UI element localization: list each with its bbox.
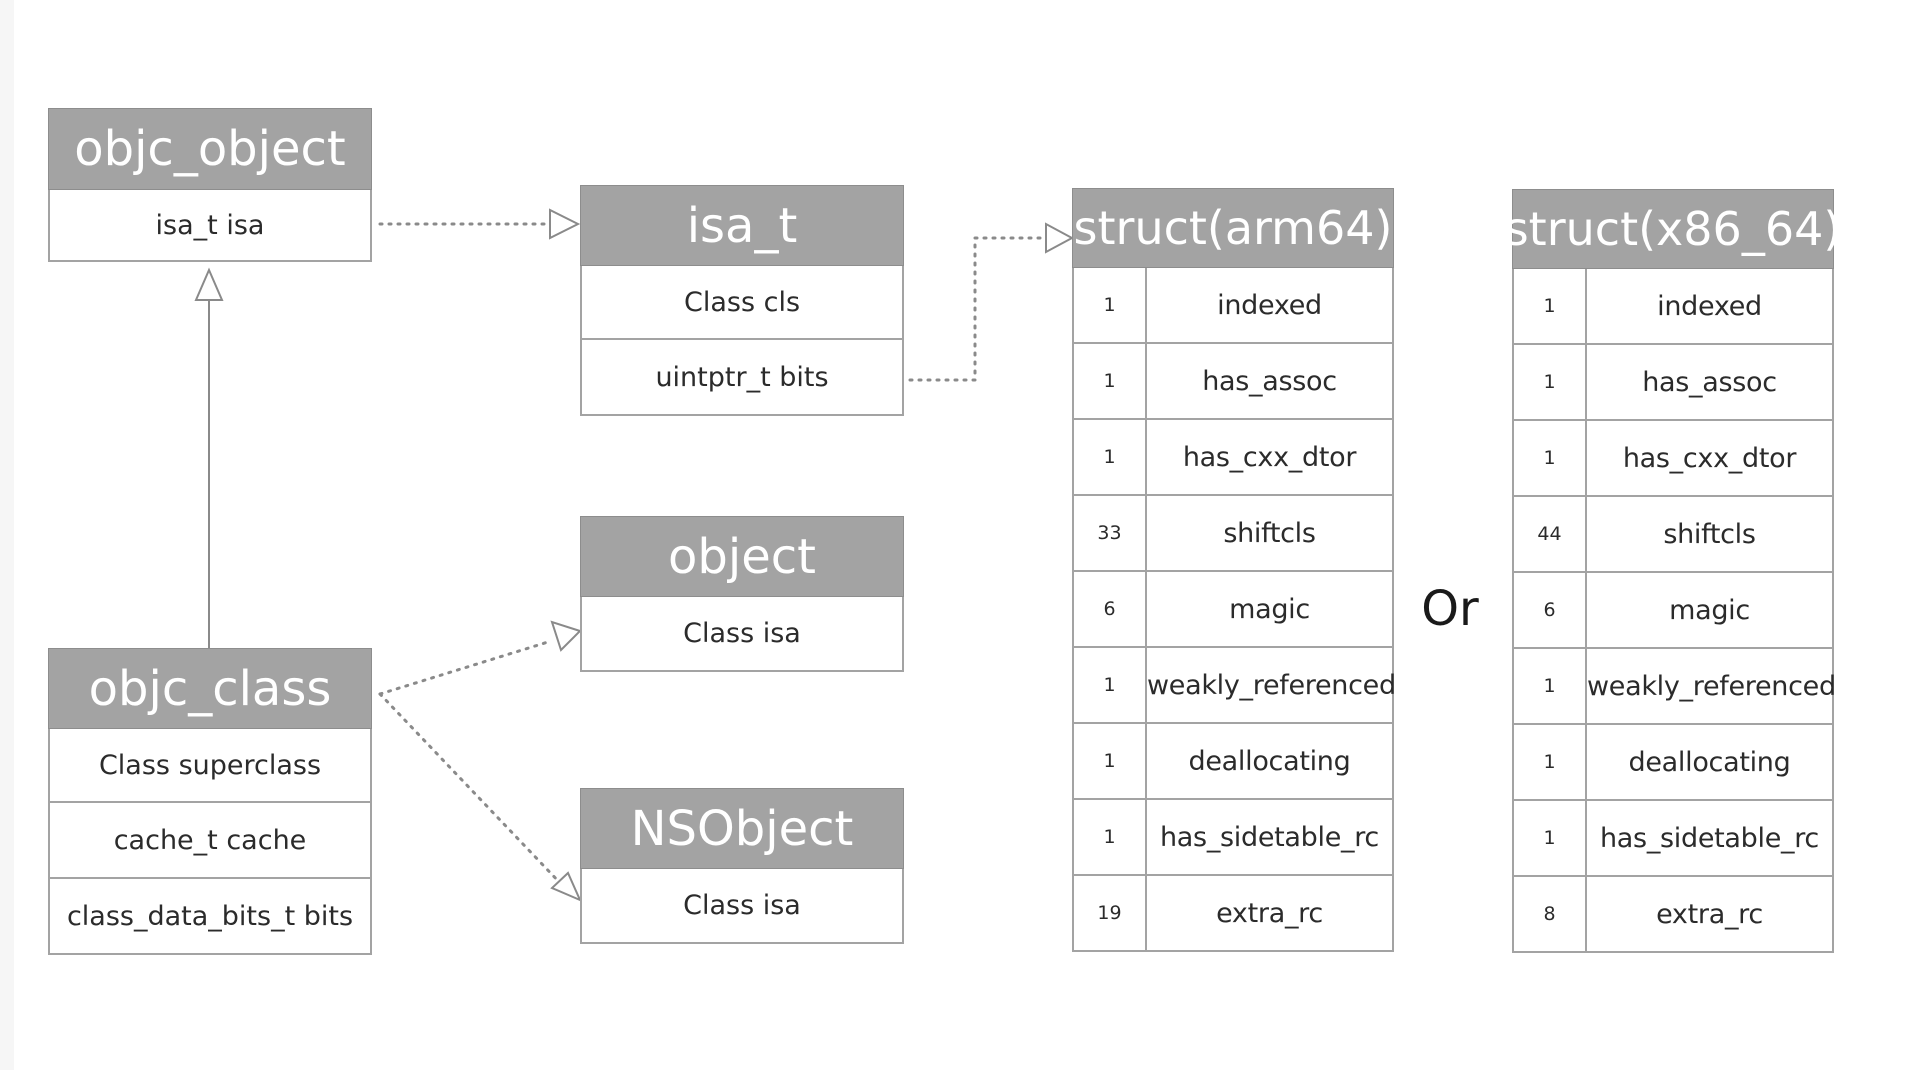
bitfield-name: has_sidetable_rc — [1160, 821, 1379, 853]
bitfield-name: shiftcls — [1663, 518, 1756, 550]
bit-count: 1 — [1074, 724, 1147, 798]
bit-count: 1 — [1074, 800, 1147, 874]
object-field-isa: Class isa — [580, 597, 904, 672]
object-box: object Class isa — [580, 516, 904, 672]
struct-arm64-row: 19 extra_rc — [1072, 876, 1394, 952]
bitfield-name: deallocating — [1628, 746, 1791, 778]
bitfield-name: has_cxx_dtor — [1182, 441, 1357, 473]
isa-t-field-bits: uintptr_t bits — [580, 340, 904, 416]
isa-t-title: isa_t — [580, 185, 904, 266]
struct-arm64-row: 1 has_assoc — [1072, 344, 1394, 420]
objc-object-field-isa: isa_t isa — [48, 190, 372, 262]
struct-arm64-row: 33 shiftcls — [1072, 496, 1394, 572]
struct-arm64-row: 6 magic — [1072, 572, 1394, 648]
bitfield-name: extra_rc — [1656, 898, 1763, 930]
bitfield-name: magic — [1669, 594, 1750, 626]
bitfield-name: magic — [1229, 593, 1310, 625]
connector-isa-t-to-struct-arm64 — [908, 236, 1047, 382]
bitfield-name: has_cxx_dtor — [1622, 442, 1797, 474]
bitfield-name: extra_rc — [1216, 897, 1323, 929]
bitfield-name: shiftcls — [1223, 517, 1316, 549]
isa-t-box: isa_t Class cls uintptr_t bits — [580, 185, 904, 416]
struct-x86-64-box: struct(x86_64) 1 indexed 1 has_assoc 1 has_… — [1505, 189, 1841, 953]
objc-class-field-cache: cache_t cache — [48, 803, 372, 879]
arrowhead-to-struct-arm64 — [1045, 222, 1075, 254]
objc-object-box: objc_object isa_t isa — [48, 108, 372, 262]
struct-x86-64-row: 6 magic — [1512, 573, 1834, 649]
struct-x86-64-row: 1 has_sidetable_rc — [1512, 801, 1834, 877]
bit-count: 6 — [1514, 573, 1587, 647]
nsobject-field-isa: Class isa — [580, 869, 904, 944]
bit-count: 1 — [1074, 420, 1147, 494]
struct-x86-64-row: 1 has_cxx_dtor — [1512, 421, 1834, 497]
bitfield-name: weakly_referenced — [1587, 670, 1836, 702]
struct-arm64-row: 1 has_cxx_dtor — [1072, 420, 1394, 496]
object-title: object — [580, 516, 904, 597]
bit-count: 8 — [1514, 877, 1587, 951]
arrowhead-to-isa-t — [549, 208, 581, 240]
objc-class-field-superclass: Class superclass — [48, 729, 372, 803]
bitfield-name: has_sidetable_rc — [1600, 822, 1819, 854]
struct-x86-64-row: 1 deallocating — [1512, 725, 1834, 801]
bit-count: 1 — [1074, 344, 1147, 418]
struct-x86-64-row: 44 shiftcls — [1512, 497, 1834, 573]
bit-count: 1 — [1514, 649, 1587, 723]
connector-objc-class-to-object — [378, 640, 550, 696]
bit-count: 44 — [1514, 497, 1587, 571]
objc-class-box: objc_class Class superclass cache_t cach… — [48, 648, 372, 955]
inheritance-arrowhead — [194, 267, 224, 301]
struct-x86-64-row: 1 indexed — [1512, 269, 1834, 345]
bitfield-name: indexed — [1657, 290, 1762, 322]
bit-count: 6 — [1074, 572, 1147, 646]
bit-count: 1 — [1514, 345, 1587, 419]
objc-class-field-bits: class_data_bits_t bits — [48, 879, 372, 955]
or-label: Or — [1421, 581, 1479, 637]
bit-count: 1 — [1514, 725, 1587, 799]
bitfield-name: deallocating — [1188, 745, 1351, 777]
nsobject-box: NSObject Class isa — [580, 788, 904, 944]
bit-count: 33 — [1074, 496, 1147, 570]
bit-count: 1 — [1074, 268, 1147, 342]
struct-x86-64-row: 8 extra_rc — [1512, 877, 1834, 953]
isa-t-field-cls: Class cls — [580, 266, 904, 340]
objc-object-title: objc_object — [48, 108, 372, 190]
struct-x86-64-title: struct(x86_64) — [1505, 189, 1841, 269]
bit-count: 1 — [1514, 801, 1587, 875]
bitfield-name: indexed — [1217, 289, 1322, 321]
bit-count: 19 — [1074, 876, 1147, 950]
bitfield-name: has_assoc — [1642, 366, 1777, 398]
arrowhead-to-object — [550, 620, 582, 652]
left-edge-strip — [0, 0, 14, 1070]
struct-x86-64-row: 1 has_assoc — [1512, 345, 1834, 421]
nsobject-title: NSObject — [580, 788, 904, 869]
bitfield-name: weakly_referenced — [1147, 669, 1396, 701]
struct-arm64-title: struct(arm64) — [1072, 188, 1394, 268]
bit-count: 1 — [1514, 421, 1587, 495]
bit-count: 1 — [1514, 269, 1587, 343]
struct-arm64-row: 1 indexed — [1072, 268, 1394, 344]
struct-arm64-row: 1 deallocating — [1072, 724, 1394, 800]
struct-arm64-row: 1 has_sidetable_rc — [1072, 800, 1394, 876]
bitfield-name: has_assoc — [1202, 365, 1337, 397]
objc-class-title: objc_class — [48, 648, 372, 729]
bit-count: 1 — [1074, 648, 1147, 722]
struct-arm64-box: struct(arm64) 1 indexed 1 has_assoc 1 has_c… — [1072, 188, 1396, 952]
arrowhead-to-nsobject — [550, 871, 582, 902]
connector-objc-class-to-nsobject — [378, 692, 564, 887]
